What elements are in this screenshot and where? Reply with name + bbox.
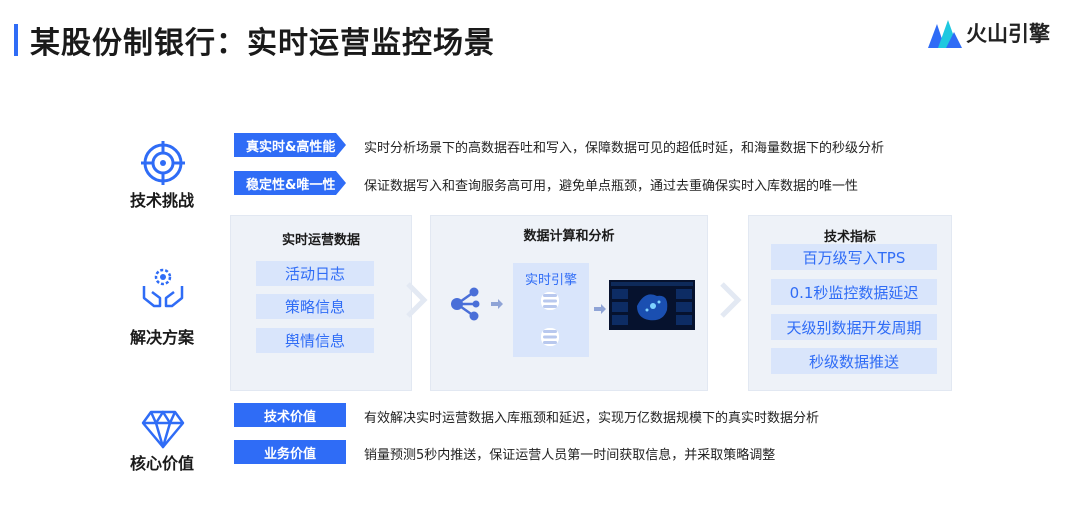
arrow-right-icon — [491, 299, 503, 309]
panel-realtime-data-title: 实时运营数据 — [281, 233, 360, 248]
solution-label: 解决方案 — [129, 328, 194, 347]
chip-second-push: 秒级数据推送 — [771, 348, 937, 374]
chip-monitor-latency: 0.1秒监控数据延迟 — [771, 279, 937, 305]
value-desc-business: 销量预测5秒内推送，保证运营人员第一时间获取信息，并采取策略调整 — [364, 448, 776, 463]
diamond-icon — [141, 410, 185, 449]
panel-compute-analysis: 数据计算和分析 实时引擎 — [430, 215, 708, 391]
challenge-tag-realtime: 真实时&高性能 — [234, 133, 346, 157]
target-icon — [141, 141, 185, 185]
challenge-tag-stability: 稳定性&唯一性 — [234, 171, 346, 195]
chip-million-tps: 百万级写入TPS — [771, 244, 937, 270]
logo-text: 火山引擎 — [966, 22, 1050, 46]
volcengine-logo: 火山引擎 — [928, 18, 1050, 48]
realtime-engine-box: 实时引擎 — [513, 263, 589, 357]
dashboard-screenshot — [609, 280, 695, 330]
arrow-right-icon — [594, 304, 606, 314]
panel-tech-metrics-title: 技术指标 — [823, 230, 876, 245]
title-accent-bar — [14, 24, 18, 56]
panel-tech-metrics: 技术指标 百万级写入TPS 0.1秒监控数据延迟 天级别数据开发周期 秒级数据推… — [748, 215, 952, 391]
chip-dev-cycle: 天级别数据开发周期 — [771, 314, 937, 340]
challenge-label: 技术挑战 — [129, 191, 194, 210]
challenge-desc-stability: 保证数据写入和查询服务高可用，避免单点瓶颈，通过去重确保实时入库数据的唯一性 — [364, 179, 859, 194]
value-tag-business: 业务价值 — [234, 440, 346, 464]
panel-compute-analysis-title: 数据计算和分析 — [523, 229, 615, 244]
value-tag-tech: 技术价值 — [234, 403, 346, 427]
value-label: 核心价值 — [129, 454, 194, 473]
chevron-right-icon — [406, 282, 428, 318]
database-icon — [541, 328, 559, 346]
value-desc-tech: 有效解决实时运营数据入库瓶颈和延迟，实现万亿数据规模下的真实时数据分析 — [364, 411, 820, 426]
gear-hands-icon — [142, 268, 184, 308]
share-network-icon — [451, 287, 480, 321]
chip-sentiment-info: 舆情信息 — [256, 328, 374, 353]
panel-realtime-data: 实时运营数据 活动日志 策略信息 舆情信息 — [230, 215, 412, 391]
database-icon — [541, 292, 559, 310]
challenge-desc-realtime: 实时分析场景下的高数据吞吐和写入，保障数据可见的超低时延，和海量数据下的秒级分析 — [364, 141, 885, 156]
page-title: 某股份制银行：实时运营监控场景 — [30, 26, 495, 61]
realtime-engine-title: 实时引擎 — [524, 273, 577, 288]
chevron-right-icon — [720, 282, 742, 318]
volcano-logo-icon — [928, 20, 962, 48]
chip-activity-log: 活动日志 — [256, 261, 374, 286]
chip-strategy-info: 策略信息 — [256, 294, 374, 319]
